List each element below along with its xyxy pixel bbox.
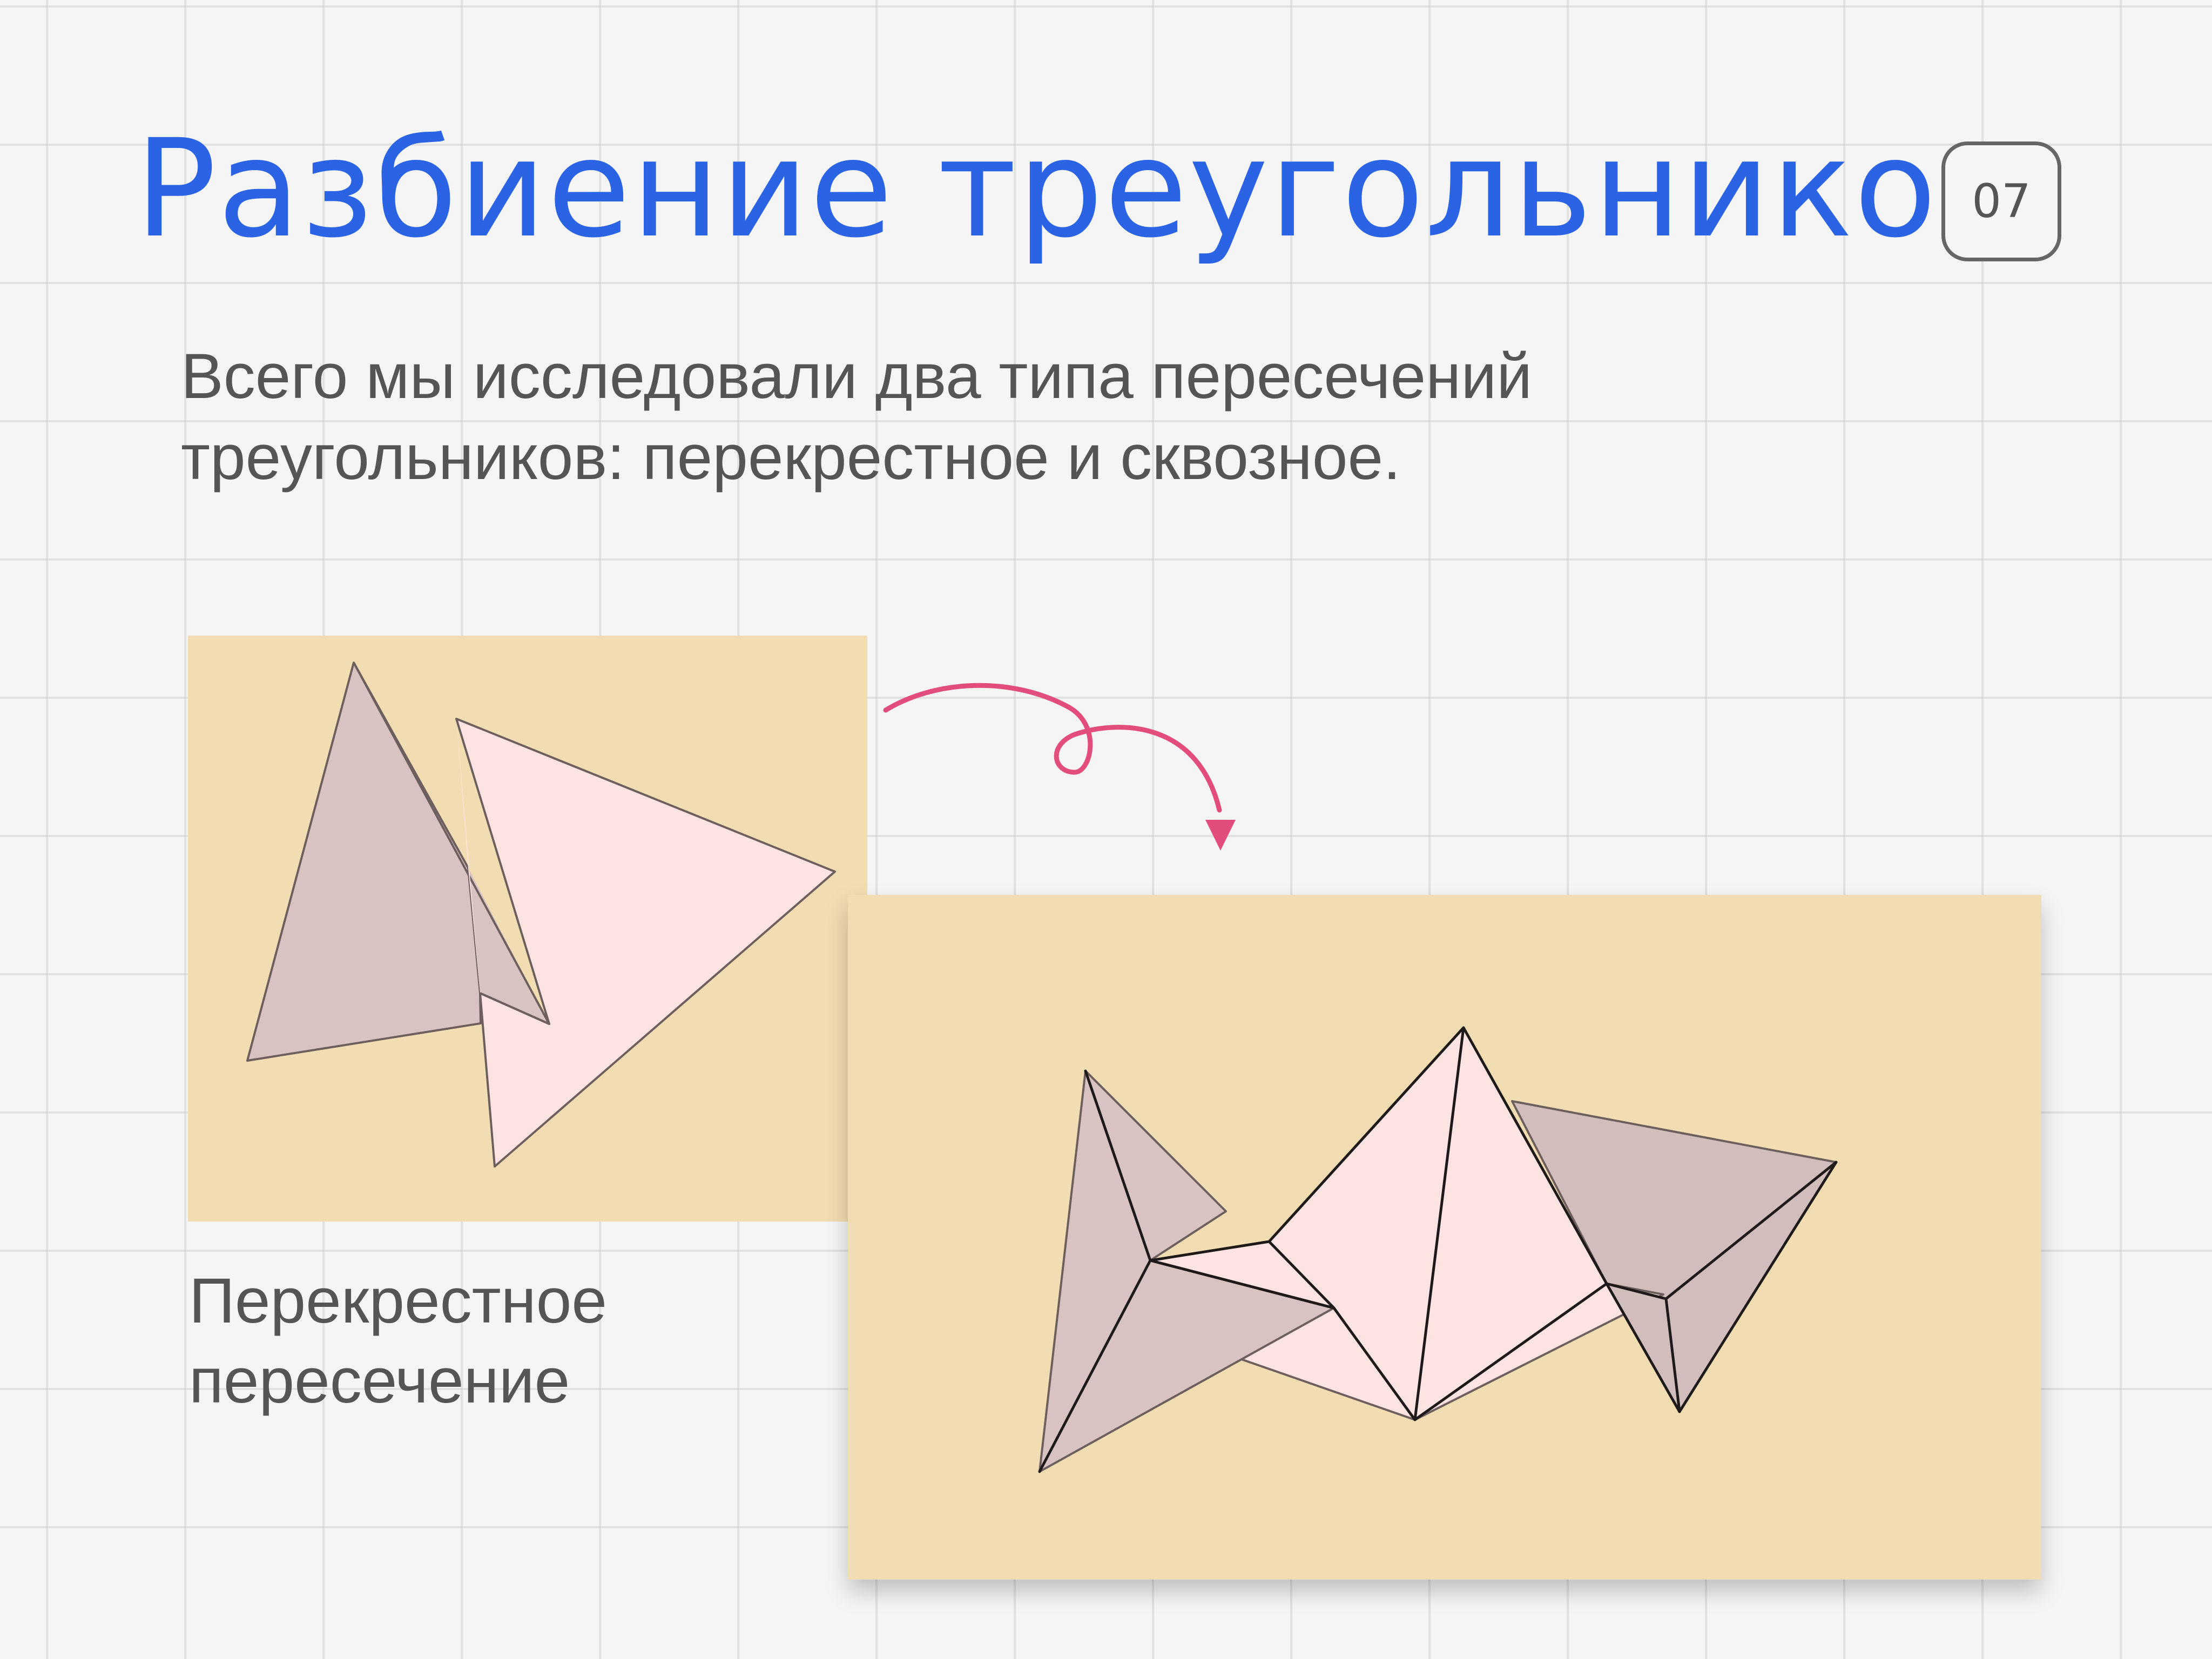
page-number: 07 [1972, 174, 2031, 228]
cross-intersection-figure [246, 662, 836, 1168]
triangle-light [455, 718, 836, 1168]
page-number-badge: 07 [1941, 141, 2061, 261]
split-triangles-image [848, 895, 2041, 1580]
figure-caption: Перекрестное пересечение [189, 1261, 607, 1421]
split-triangles-figure [1038, 1026, 1838, 1473]
caption-line-1: Перекрестное [189, 1265, 608, 1337]
curly-arrow-down-icon [883, 683, 1236, 851]
intro-line-2: треугольников: перекрестное и сквозное. [181, 422, 1401, 493]
cross-intersection-image [188, 636, 867, 1222]
intro-line-1: Всего мы исследовали два типа пересечени… [181, 341, 1533, 412]
triangle-light-overlap [456, 719, 480, 993]
slide-title: Разбиение треугольников [135, 110, 2019, 267]
triangle-dark [246, 662, 482, 1062]
intro-text: Всего мы исследовали два типа пересечени… [181, 336, 1909, 498]
caption-line-2: пересечение [189, 1345, 570, 1417]
